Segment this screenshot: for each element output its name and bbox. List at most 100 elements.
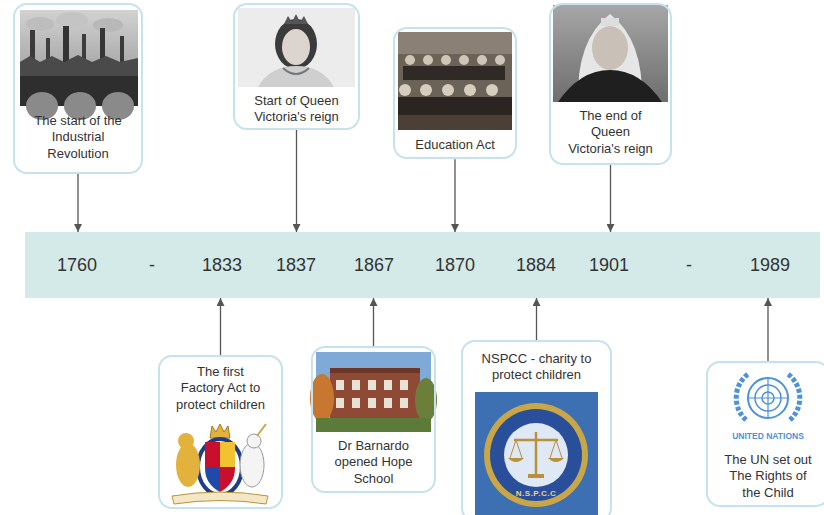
year-label: 1833 <box>202 255 242 276</box>
charity-badge <box>528 474 544 478</box>
school-photo <box>330 372 420 420</box>
charity-badge <box>516 440 522 458</box>
factory-picture <box>20 10 138 106</box>
badge-lettering: N.S.P.C.C <box>486 489 586 498</box>
classroom-photo <box>420 84 432 96</box>
charity-badge <box>510 440 516 458</box>
school-photo <box>330 368 420 373</box>
classroom-photo <box>477 55 487 65</box>
charity-badge <box>508 458 524 462</box>
pointer-arrow <box>220 298 221 355</box>
pointer-arrow <box>610 165 611 232</box>
school-photo <box>400 380 408 390</box>
un-emblem <box>748 378 788 418</box>
year-label: 1760 <box>57 255 97 276</box>
old-queen-portrait <box>553 5 668 102</box>
year-label: 1901 <box>589 255 629 276</box>
charity-badge <box>556 440 562 458</box>
charity-badge <box>475 392 598 515</box>
school-photo <box>415 378 437 422</box>
classroom-photo <box>464 84 476 96</box>
coat-of-arms <box>205 442 235 493</box>
coat-of-arms <box>178 433 194 449</box>
classroom-photo <box>423 55 433 65</box>
old-queen-portrait <box>592 26 628 70</box>
classroom-photo <box>399 84 411 96</box>
school-photo <box>336 398 344 408</box>
event-text: The end of Queen Victoria's reign <box>566 108 656 157</box>
factory-picture <box>93 18 123 32</box>
year-label: 1870 <box>435 255 475 276</box>
classroom-photo <box>442 84 454 96</box>
un-emblem <box>736 374 800 420</box>
old-queen-portrait <box>553 5 668 102</box>
school-photo <box>310 374 334 422</box>
event-card: Dr Barnardo opened Hope School <box>311 346 436 493</box>
school-photo <box>368 398 376 408</box>
event-text: The start of the Industrial Revolution <box>28 113 128 162</box>
classroom-photo <box>403 66 505 80</box>
classroom-photo <box>398 32 512 130</box>
classroom-photo <box>495 55 505 65</box>
school-photo <box>352 380 360 390</box>
charity-badge <box>514 439 558 442</box>
young-queen-portrait <box>283 68 309 74</box>
young-queen-portrait <box>282 29 310 65</box>
charity-badge <box>504 423 568 487</box>
coat-of-arms <box>247 434 261 448</box>
old-queen-portrait <box>558 70 662 102</box>
school-photo <box>384 398 392 408</box>
coat-of-arms <box>257 424 266 436</box>
year-label: 1867 <box>354 255 394 276</box>
pointer-arrow <box>454 159 455 232</box>
charity-badge <box>475 392 598 515</box>
event-card: The start of the Industrial Revolution <box>13 3 143 174</box>
charity-badge <box>535 432 538 476</box>
charity-badge <box>490 409 582 501</box>
coat-of-arms <box>172 424 268 504</box>
coat-of-arms <box>220 442 235 467</box>
pointer-arrow <box>77 174 78 232</box>
classroom-photo <box>398 115 512 130</box>
coat-of-arms <box>210 424 230 438</box>
charity-badge <box>484 403 588 507</box>
label-slot: UNITED NATIONS <box>708 431 824 441</box>
un-emblem <box>736 374 748 420</box>
year-label: - <box>149 255 155 276</box>
charity-badge <box>548 458 564 462</box>
school-photo <box>400 398 408 408</box>
young-queen-portrait <box>258 66 334 87</box>
coat-of-arms <box>172 492 268 504</box>
factory-picture <box>26 17 54 31</box>
un-emblem <box>767 378 768 418</box>
pointer-arrow <box>373 298 374 346</box>
emblem-caption: UNITED NATIONS <box>708 431 824 441</box>
young-queen-portrait <box>238 8 355 87</box>
charity-badge <box>550 440 556 458</box>
event-card: NSPCC - charity to protect children <box>461 340 612 515</box>
coat-of-arms <box>176 443 200 487</box>
young-queen-portrait <box>238 8 355 87</box>
school-photo <box>384 380 392 390</box>
year-label: 1837 <box>276 255 316 276</box>
school-photo <box>368 380 376 390</box>
pointer-arrow <box>767 298 768 361</box>
factory-picture <box>56 12 88 28</box>
event-text: NSPCC - charity to protect children <box>472 351 602 384</box>
classroom-photo <box>441 55 451 65</box>
coat-of-arms <box>205 442 220 467</box>
event-card: Start of Queen Victoria's reign <box>233 3 360 130</box>
event-text: Education Act <box>400 137 510 153</box>
young-queen-portrait <box>284 14 308 24</box>
old-queen-portrait <box>601 18 619 26</box>
classroom-photo <box>398 32 512 130</box>
factory-picture <box>20 10 138 120</box>
coat-of-arms <box>240 443 264 487</box>
classroom-photo <box>405 55 415 65</box>
pointer-arrow <box>296 130 297 233</box>
event-card: The end of Queen Victoria's reign <box>549 3 672 165</box>
classroom-photo <box>486 84 498 96</box>
event-text: Start of Queen Victoria's reign <box>242 93 352 126</box>
timeline-band: 1760-183318371867187018841901-1989 <box>25 232 820 298</box>
